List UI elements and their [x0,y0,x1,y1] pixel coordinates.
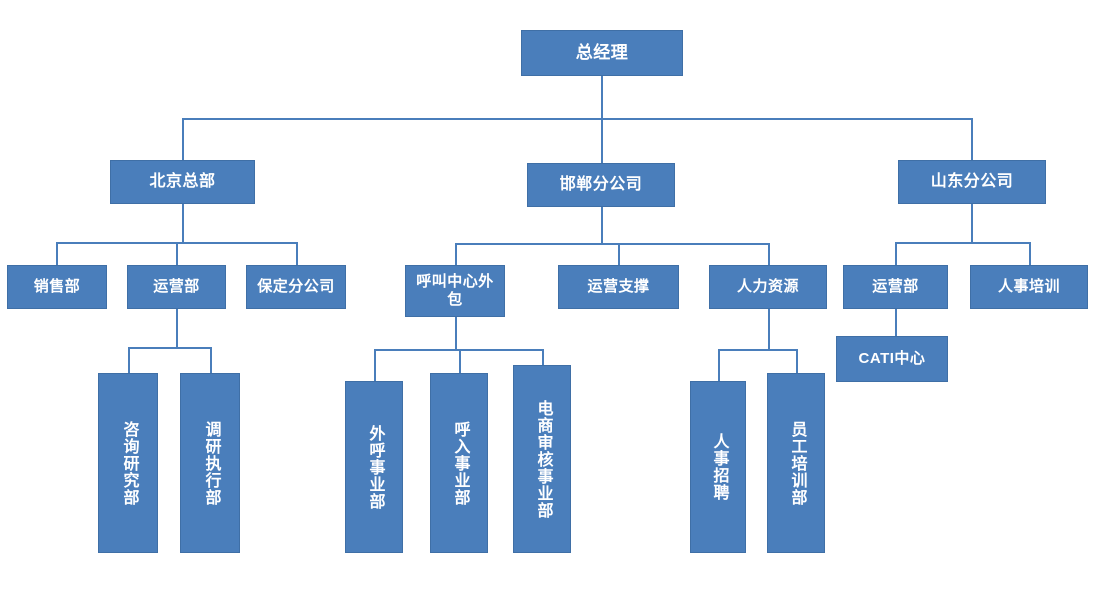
node-label: 人事招聘 [710,433,728,501]
node-staff_training[interactable]: 员工培训部 [767,373,825,553]
node-sales_dept[interactable]: 销售部 [7,265,107,309]
connector-handan-to-support [618,243,620,265]
connector-hr-to-training [796,349,798,373]
node-label: CATI中心 [858,350,926,368]
node-outbound_division[interactable]: 外呼事业部 [345,381,403,553]
node-label: 电商审核事业部 [534,399,552,519]
node-hr_training[interactable]: 人事培训 [970,265,1088,309]
node-handan_branch[interactable]: 邯郸分公司 [527,163,675,207]
node-shandong_branch[interactable]: 山东分公司 [898,160,1046,204]
connector-beijing-stem [182,204,184,242]
node-label: 员工培训部 [788,420,806,506]
node-inbound_division[interactable]: 呼入事业部 [430,373,488,553]
connector-bus-to-shandong [971,118,973,160]
connector-handan-to-call [455,243,457,265]
connector-bus-to-beijing [182,118,184,160]
node-baoding_branch[interactable]: 保定分公司 [246,265,346,309]
node-label: 咨询研究部 [120,420,138,506]
connector-beijing-to-baoding [296,242,298,265]
node-ceo[interactable]: 总经理 [521,30,683,76]
connector-shandong-bus [895,242,1029,244]
node-label: 呼叫中心外包 [416,273,494,308]
connector-bus-to-handan [601,118,603,163]
node-research_execution[interactable]: 调研执行部 [180,373,240,553]
node-label: 总经理 [575,42,629,62]
node-call_center_outsourcing[interactable]: 呼叫中心外包 [405,265,505,317]
connector-call-to-inbound [459,349,461,373]
connector-call-bus [374,349,542,351]
node-label: 北京总部 [149,172,216,190]
connector-ops-bj-to-consult [128,347,130,373]
node-label: 运营部 [872,278,919,296]
connector-ops-bj-bus [128,347,210,349]
connector-beijing-to-ops [176,242,178,265]
connector-ops-bj-to-research [210,347,212,373]
connector-call-stem [455,317,457,349]
connector-ops-bj-stem [176,309,178,347]
connector-call-to-ecom [542,349,544,365]
connector-handan-stem [601,207,603,243]
connector-handan-bus [455,243,768,245]
node-cati_center[interactable]: CATI中心 [836,336,948,382]
connector-shandong-to-ops [895,242,897,265]
node-label: 山东分公司 [930,172,1014,190]
node-beijing_hq[interactable]: 北京总部 [110,160,255,204]
node-label: 外呼事业部 [366,424,384,510]
node-consulting_research[interactable]: 咨询研究部 [98,373,158,553]
node-operations_dept_bj[interactable]: 运营部 [127,265,226,309]
node-label: 保定分公司 [257,278,335,296]
connector-handan-to-hr [768,243,770,265]
connector-shandong-stem [971,204,973,242]
node-operations_dept_sd[interactable]: 运营部 [843,265,948,309]
node-label: 人事培训 [997,278,1060,296]
node-label: 调研执行部 [202,420,220,506]
node-human_resources[interactable]: 人力资源 [709,265,827,309]
node-recruitment[interactable]: 人事招聘 [690,381,746,553]
connector-call-to-outbound [374,349,376,381]
node-label: 邯郸分公司 [559,175,643,193]
node-label: 运营部 [153,278,200,296]
connector-beijing-to-sales [56,242,58,265]
connector-hr-bus [718,349,796,351]
connector-hr-stem [768,309,770,349]
connector-ceo-stem [601,76,603,118]
node-label: 人力资源 [736,278,799,296]
node-label: 呼入事业部 [451,420,469,506]
connector-hr-to-recruit [718,349,720,381]
node-ecommerce_audit_division[interactable]: 电商审核事业部 [513,365,571,553]
connector-level1-bus [182,118,972,120]
node-operations_support[interactable]: 运营支撑 [558,265,679,309]
node-label: 销售部 [33,278,81,296]
connector-shandong-to-hrtrain [1029,242,1031,265]
connector-ops-sd-to-cati [895,309,897,337]
node-label: 运营支撑 [587,278,650,296]
